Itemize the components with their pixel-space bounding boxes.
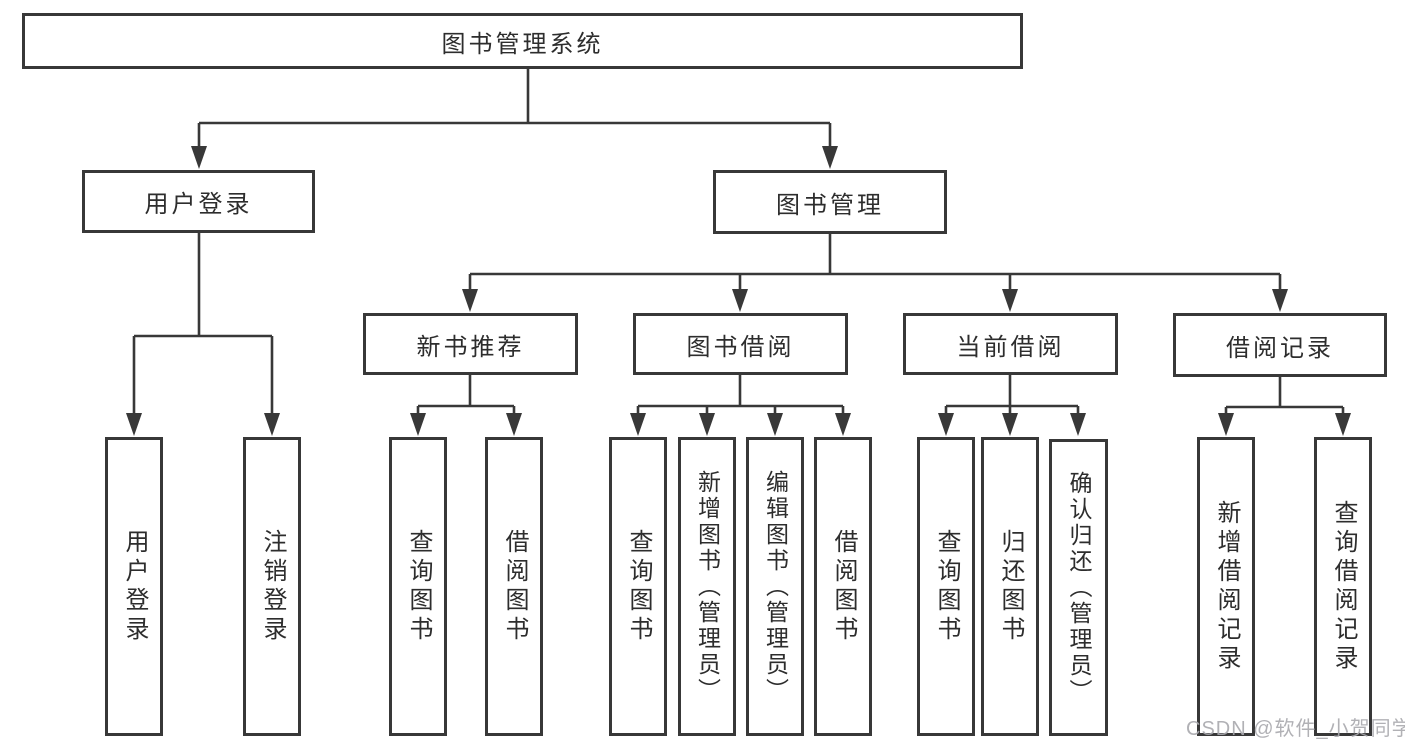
node-book-management: 图书管理 bbox=[713, 170, 947, 234]
node-library-management-system: 图书管理系统 bbox=[22, 13, 1023, 69]
node-label: 确认归还（管理员） bbox=[1066, 470, 1092, 705]
node-label: 借阅图书 bbox=[501, 528, 528, 645]
node-label: 用户登录 bbox=[121, 528, 148, 645]
node-leaf-add-book-admin: 新增图书（管理员） bbox=[678, 437, 736, 736]
node-label: 借阅图书 bbox=[830, 528, 857, 645]
node-label: 新书推荐 bbox=[416, 333, 525, 361]
node-label: 归还图书 bbox=[997, 528, 1024, 645]
node-label: 查询图书 bbox=[933, 528, 960, 645]
node-borrowing-records: 借阅记录 bbox=[1173, 313, 1387, 377]
node-label: 查询图书 bbox=[625, 528, 652, 645]
node-leaf-query-books-3: 查询图书 bbox=[917, 437, 975, 736]
node-label: 用户登录 bbox=[144, 191, 253, 218]
node-label: 查询图书 bbox=[405, 528, 432, 645]
node-leaf-edit-book-admin: 编辑图书（管理员） bbox=[746, 437, 804, 736]
node-leaf-user-login: 用户登录 bbox=[105, 437, 163, 736]
node-leaf-query-books-2: 查询图书 bbox=[609, 437, 667, 736]
node-leaf-add-borrow-record: 新增借阅记录 bbox=[1197, 437, 1255, 736]
node-label: 查询借阅记录 bbox=[1330, 499, 1357, 674]
csdn-watermark: CSDN @软件_小贺同学 bbox=[1186, 718, 1405, 740]
node-label: 图书借阅 bbox=[686, 333, 795, 361]
node-label: 图书管理 bbox=[776, 191, 884, 219]
node-label: 图书管理系统 bbox=[441, 30, 604, 58]
node-leaf-confirm-return-admin: 确认归还（管理员） bbox=[1049, 439, 1108, 736]
node-book-borrowing: 图书借阅 bbox=[633, 313, 848, 375]
node-label: 借阅记录 bbox=[1226, 334, 1334, 362]
node-user-login: 用户登录 bbox=[82, 170, 315, 233]
node-label: 新增借阅记录 bbox=[1213, 499, 1240, 674]
node-leaf-return-books: 归还图书 bbox=[981, 437, 1039, 736]
node-label: 当前借阅 bbox=[956, 333, 1065, 361]
node-leaf-logout: 注销登录 bbox=[243, 437, 301, 736]
node-leaf-query-borrow-record: 查询借阅记录 bbox=[1314, 437, 1372, 736]
node-label: 新增图书（管理员） bbox=[694, 469, 721, 704]
node-new-book-recommend: 新书推荐 bbox=[363, 313, 578, 375]
node-label: 注销登录 bbox=[259, 528, 286, 645]
node-leaf-borrow-books-2: 借阅图书 bbox=[814, 437, 872, 736]
node-leaf-query-books-1: 查询图书 bbox=[389, 437, 447, 736]
node-label: 编辑图书（管理员） bbox=[762, 469, 789, 704]
node-current-borrowing: 当前借阅 bbox=[903, 313, 1118, 375]
arrowheads bbox=[126, 146, 1351, 436]
node-leaf-borrow-books-1: 借阅图书 bbox=[485, 437, 543, 736]
